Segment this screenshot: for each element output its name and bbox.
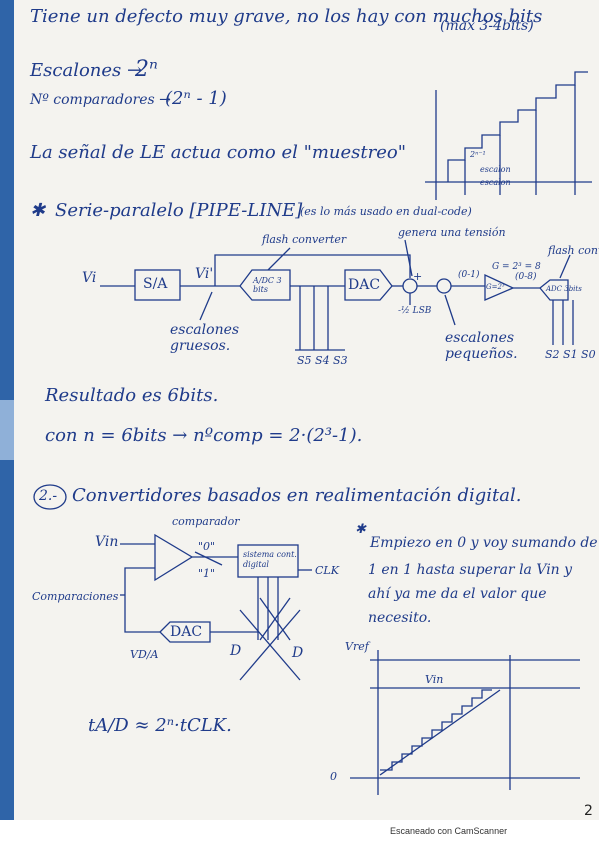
d2-comparador: comparador bbox=[172, 515, 240, 528]
senal-note: La señal de LE actua como el "muestreo" bbox=[30, 142, 407, 163]
d2-sistema: sistema cont. digital bbox=[243, 550, 297, 569]
d1-gain-block: G=2³ bbox=[486, 283, 505, 291]
d1-adc-block: A/DC 3 bits bbox=[253, 276, 282, 294]
d1-sum: + bbox=[413, 270, 423, 283]
explanation-line-4: necesito. bbox=[368, 610, 432, 626]
page-margin-bar-light bbox=[0, 400, 14, 460]
d1-range1: (0-1) bbox=[458, 270, 480, 280]
d2-comparaciones: Comparaciones bbox=[32, 590, 119, 603]
d1-escalones-pequenos: escalones pequeños. bbox=[445, 330, 518, 362]
scanner-footer-text: Escaneado con CamScanner bbox=[390, 826, 508, 836]
comparadores-label: Nº comparadores → bbox=[30, 92, 171, 108]
tad-formula: tA/D ≈ 2ⁿ·tCLK. bbox=[88, 715, 232, 736]
d1-flash-label: flash converter bbox=[262, 233, 347, 246]
graph-label-3: escalon bbox=[480, 178, 511, 187]
section1-star: ✱ bbox=[30, 200, 46, 221]
d1-s-high: S5 S4 S3 bbox=[297, 354, 348, 367]
note-line-1: Tiene un defecto muy grave, no los hay c… bbox=[30, 6, 543, 27]
g2-zero: 0 bbox=[330, 770, 337, 783]
d1-dac-block: DAC bbox=[348, 277, 381, 293]
comparadores-value: (2ⁿ - 1) bbox=[165, 88, 227, 109]
d1-flash-conv2: flash conv. bbox=[548, 244, 599, 257]
escalones-value: 2ⁿ bbox=[135, 57, 158, 82]
graph-label-2: escalon bbox=[480, 165, 511, 174]
d2-dac: DAC bbox=[170, 624, 203, 640]
d2-zero: "0" bbox=[198, 540, 216, 553]
section1-note: (es lo más usado en dual-code) bbox=[300, 205, 472, 218]
d1-vi-out: Vi' bbox=[195, 266, 214, 282]
d1-genera: genera una tensión bbox=[398, 226, 506, 239]
resultado: Resultado es 6bits. bbox=[45, 385, 219, 406]
d2-one: "1" bbox=[198, 567, 216, 580]
d1-vi-in: Vi bbox=[82, 270, 97, 286]
d2-vd: VD/A bbox=[130, 648, 159, 661]
d2-d2: D bbox=[292, 645, 304, 661]
notebook-page bbox=[0, 0, 599, 820]
section2-title: Convertidores basados en realimentación … bbox=[72, 485, 522, 506]
d1-escalones-gruesos: escalones gruesos. bbox=[170, 322, 240, 354]
d1-adc2-block: ADC 3bits bbox=[546, 285, 582, 293]
d2-vin: Vin bbox=[95, 534, 119, 550]
g2-vin: Vin bbox=[425, 673, 444, 686]
escalones-label: Escalones → bbox=[30, 60, 143, 81]
d2-clk: CLK bbox=[315, 564, 339, 577]
section2-number: 2.- bbox=[39, 488, 58, 504]
graph-label-1: 2ⁿ⁻¹ bbox=[470, 150, 486, 159]
page-number: 2 bbox=[584, 803, 593, 819]
note-line-1-note: (max 3-4bits) bbox=[440, 18, 534, 34]
section1-title: Serie-paralelo [PIPE-LINE] bbox=[55, 200, 303, 221]
d1-gain: G = 2³ = 8 bbox=[492, 262, 541, 272]
formula: con n = 6bits → nºcomp = 2·(2³-1). bbox=[45, 425, 363, 446]
d2-d1: D bbox=[230, 643, 242, 659]
d1-range2: (0-8) bbox=[515, 272, 537, 282]
explanation-mark: ✱ bbox=[355, 522, 366, 537]
explanation-line-1: Empiezo en 0 y voy sumando de bbox=[370, 535, 598, 551]
g2-vref: Vref bbox=[345, 640, 369, 653]
explanation-line-3: ahí ya me da el valor que bbox=[368, 586, 547, 602]
d1-sh-block: S/A bbox=[143, 276, 168, 292]
d1-minus-half: -½ LSB bbox=[398, 306, 432, 316]
d1-s-low: S2 S1 S0 bbox=[545, 348, 596, 361]
scanner-footer bbox=[0, 822, 599, 848]
explanation-line-2: 1 en 1 hasta superar la Vin y bbox=[368, 562, 573, 578]
